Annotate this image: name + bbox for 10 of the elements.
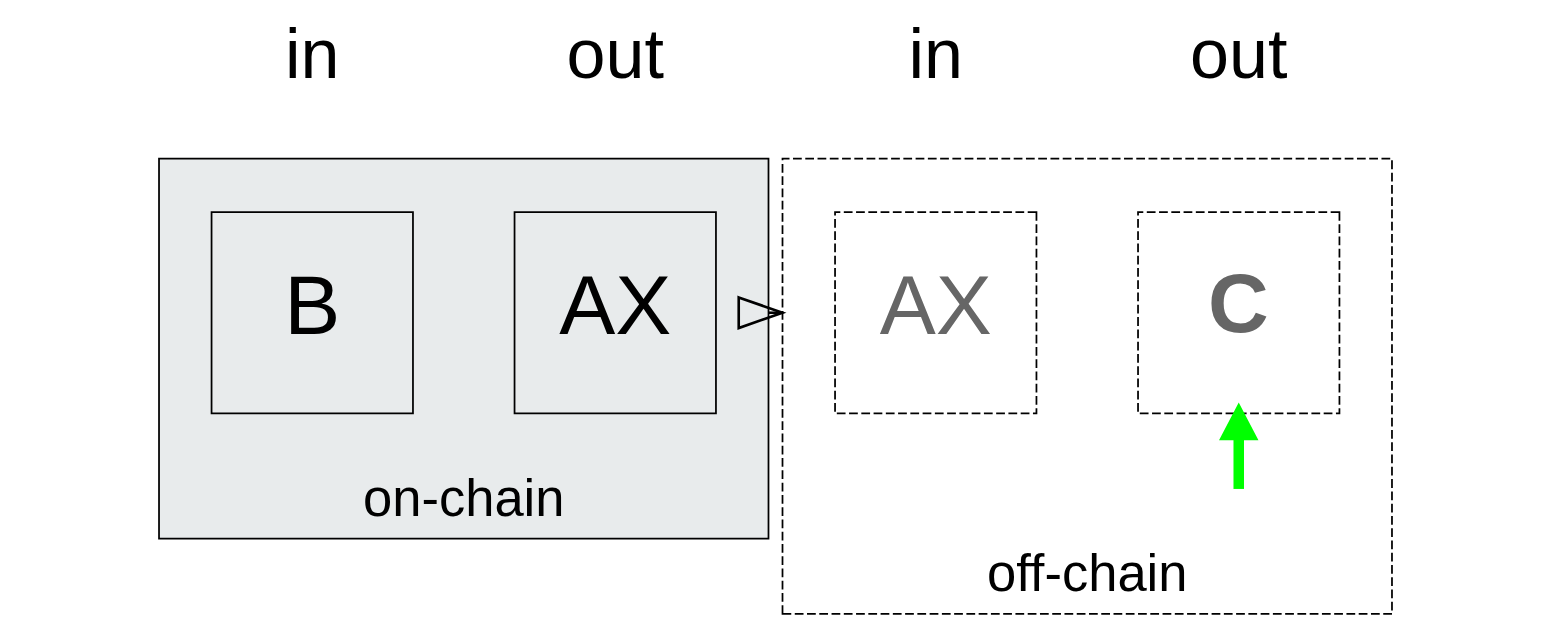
label: out: [566, 15, 664, 94]
node-box: C: [1137, 211, 1341, 415]
node-box: B: [210, 211, 414, 415]
label: in: [908, 15, 964, 94]
node-box: AX: [834, 211, 1038, 415]
arrow: [737, 295, 787, 330]
label: out: [1190, 15, 1288, 94]
node-box: AX: [513, 211, 717, 415]
label: in: [285, 15, 340, 94]
arrow: [1219, 402, 1259, 489]
